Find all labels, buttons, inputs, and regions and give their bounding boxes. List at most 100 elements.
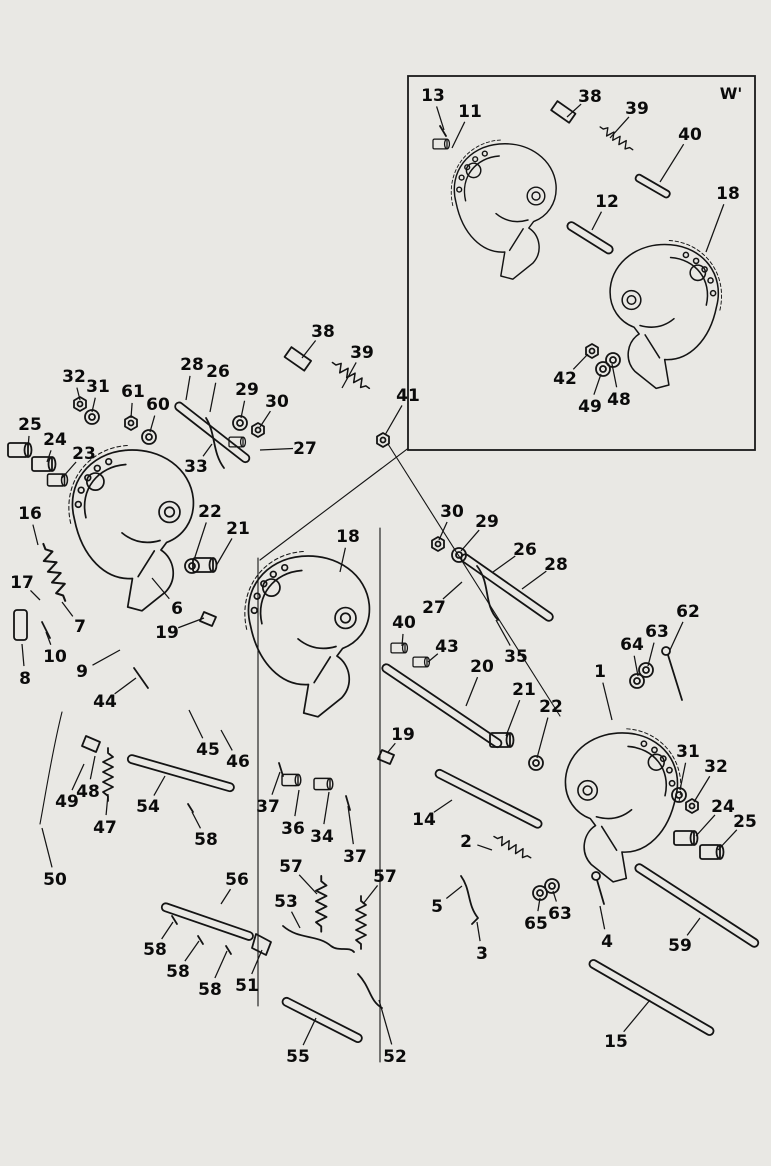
leader-line	[647, 642, 655, 667]
callout-number: 22	[198, 502, 222, 522]
bushing	[673, 830, 699, 846]
callout-number: 24	[711, 797, 735, 817]
callout-number: 6	[171, 599, 183, 619]
callout-number: 58	[194, 830, 218, 850]
callout-number: 37	[343, 847, 367, 867]
leader-line	[202, 443, 213, 457]
callout-number: 36	[281, 819, 305, 839]
leader-line	[240, 400, 246, 419]
cam-arm	[205, 417, 225, 469]
washer	[232, 415, 248, 431]
grease-nipple-block	[550, 100, 577, 124]
callout-number: 3	[476, 944, 488, 964]
leader-line	[505, 699, 521, 737]
leader-line	[705, 204, 725, 253]
leader-line	[387, 742, 396, 753]
callout-number: 48	[607, 390, 631, 410]
leader-line	[214, 950, 228, 979]
leader-line	[27, 435, 30, 449]
bracket-plate	[357, 973, 383, 1009]
nut	[251, 422, 265, 438]
callout-number: 51	[235, 976, 259, 996]
callout-number: 59	[668, 936, 692, 956]
callout-number: 31	[676, 742, 700, 762]
clamp-bracket-left	[68, 444, 195, 612]
bushing	[31, 456, 57, 472]
main-assembly-artwork	[7, 329, 760, 1063]
collar	[412, 656, 431, 668]
spring	[491, 832, 534, 862]
callout-number: 13	[421, 86, 445, 106]
tilt-rod	[460, 553, 554, 622]
leader-line	[442, 581, 463, 600]
callout-number: 44	[93, 692, 117, 712]
callout-number: 27	[293, 439, 317, 459]
callout-number: 28	[180, 355, 204, 375]
leader-line	[89, 755, 96, 780]
leader-line	[593, 373, 602, 395]
washer	[184, 558, 200, 574]
bolt	[661, 646, 683, 701]
callout-number: 62	[676, 602, 700, 622]
tilt-rod	[174, 401, 251, 464]
pin	[171, 915, 178, 925]
leader-line	[220, 729, 233, 751]
shaft	[434, 768, 543, 829]
leader-line	[153, 775, 166, 796]
callout-number: 58	[143, 940, 167, 960]
leader-line	[495, 619, 511, 646]
leader-line	[30, 590, 41, 601]
leader-line	[537, 897, 541, 912]
callout-number: 47	[93, 818, 117, 838]
leader-line	[45, 631, 52, 645]
rod	[566, 221, 614, 255]
callout-number: 32	[62, 367, 86, 387]
leader-line	[465, 676, 479, 707]
leader-line	[46, 450, 52, 463]
leader-line	[602, 682, 613, 721]
leader-line	[301, 340, 317, 359]
leader-line	[378, 999, 393, 1045]
pin	[439, 125, 447, 137]
leader-line	[220, 888, 232, 905]
leader-line	[298, 874, 318, 895]
rod	[160, 902, 254, 941]
callout-number: 21	[512, 680, 536, 700]
leader-line	[476, 921, 481, 942]
leader-line	[611, 363, 618, 388]
callout-number: 53	[274, 892, 298, 912]
leader-line	[191, 811, 202, 829]
nut	[685, 798, 699, 814]
clamp-bracket-middle	[244, 550, 371, 718]
leader-line	[438, 521, 448, 541]
inset-detail-artwork	[432, 100, 723, 390]
rod	[281, 996, 363, 1044]
callout-number: 38	[311, 322, 335, 342]
callout-number: 17	[10, 573, 34, 593]
callout-number: 24	[43, 430, 67, 450]
callout-number: 15	[604, 1032, 628, 1052]
leader-line	[193, 522, 207, 561]
leader-line	[609, 116, 630, 139]
leader-line	[521, 570, 547, 590]
callout-number: 30	[440, 502, 464, 522]
leader-line	[71, 763, 85, 791]
link-rod	[329, 358, 373, 393]
leader-line	[717, 829, 738, 851]
leader-line	[323, 791, 330, 825]
leader-line	[76, 387, 81, 401]
pin	[187, 803, 194, 813]
leader-line	[669, 621, 684, 651]
leader-line	[271, 771, 281, 795]
clip-piece	[81, 735, 101, 753]
leader-line	[41, 827, 53, 868]
callout-number: 19	[155, 623, 179, 643]
washer	[528, 755, 544, 771]
callout-number: 10	[43, 647, 67, 667]
leader-line	[294, 789, 300, 817]
callout-number: 23	[72, 444, 96, 464]
leader-line	[572, 353, 589, 370]
leader-line	[209, 382, 217, 413]
bolt	[591, 871, 605, 905]
